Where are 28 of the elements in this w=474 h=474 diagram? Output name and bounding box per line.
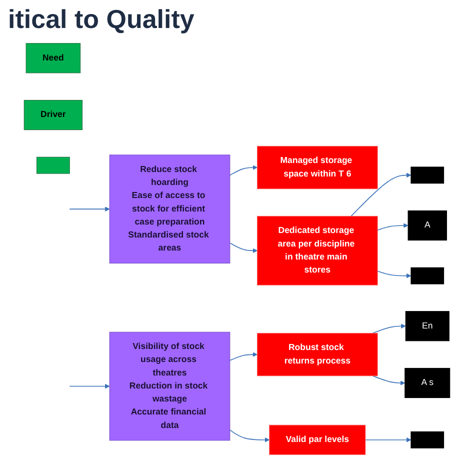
node-box: A s: [404, 368, 450, 398]
node-box: Robust stock returns process: [256, 332, 378, 376]
node-box: Need: [26, 43, 81, 74]
node-box: Reduce stock hoarding Ease of access to stock for efficient case preparation Standardised stock areas: [109, 154, 230, 264]
arrow: [377, 223, 408, 231]
arrow: [365, 437, 412, 442]
arrow: [69, 206, 110, 212]
arrow: [377, 270, 412, 278]
node-box: [410, 431, 444, 448]
node-box: Managed storage space within T 6: [256, 146, 378, 190]
arrow: [229, 430, 270, 442]
node-box: [410, 267, 444, 284]
node-box: A: [408, 210, 447, 241]
arrow: [69, 384, 110, 389]
node-box: Driver: [24, 100, 83, 130]
arrow: [372, 375, 406, 386]
arrow: [350, 172, 412, 217]
node-box: En: [405, 311, 450, 342]
node-box: [410, 166, 444, 184]
arrow: [229, 165, 258, 176]
node-box: Dedicated storage area per discipline in theatre main stores: [256, 216, 378, 286]
arrow: [229, 352, 258, 361]
arrow: [229, 242, 258, 254]
title: itical to Quality: [7, 3, 196, 36]
node-box: [36, 156, 70, 174]
arrow: [372, 324, 406, 334]
node-box: Visibility of stock usage across theatres Reduction in stock wastage Accurate financial data: [109, 332, 230, 441]
node-box: Valid par levels: [269, 424, 366, 455]
